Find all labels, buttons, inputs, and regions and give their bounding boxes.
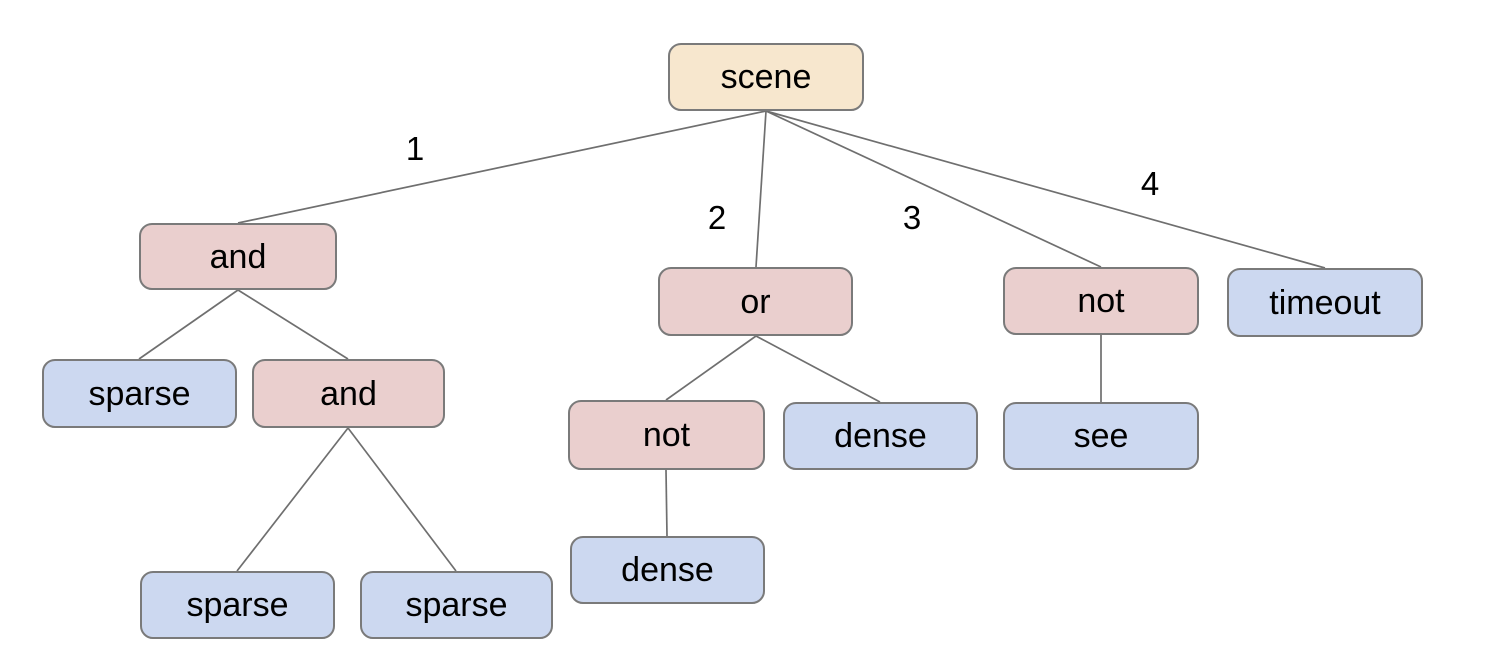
tree-node-see-1: see — [1003, 402, 1199, 470]
edge-or-1-to-dense-1 — [755, 335, 881, 403]
tree-node-and-1: and — [139, 223, 337, 290]
tree-node-not-2: not — [568, 400, 765, 470]
tree-node-sparse-3: sparse — [360, 571, 553, 639]
edge-and-1-to-sparse-1 — [138, 289, 239, 360]
edge-label-3: 3 — [903, 199, 921, 236]
tree-node-or-1: or — [658, 267, 853, 336]
edge-label-1: 1 — [406, 130, 424, 167]
edge-not-2-to-dense-2 — [665, 469, 668, 537]
edge-label-4: 4 — [1141, 165, 1159, 202]
tree-node-timeout-1: timeout — [1227, 268, 1423, 337]
edge-scene-to-timeout-1 — [765, 110, 1326, 269]
edge-and-2-to-sparse-2 — [236, 427, 349, 572]
edge-and-1-to-and-2 — [237, 289, 349, 360]
edge-label-2: 2 — [708, 199, 726, 236]
edge-scene-to-or-1 — [755, 110, 767, 268]
tree-node-not-1: not — [1003, 267, 1199, 335]
edge-scene-to-not-1 — [765, 110, 1102, 268]
tree-node-sparse-2: sparse — [140, 571, 335, 639]
edge-scene-to-and-1 — [237, 110, 767, 224]
tree-node-and-2: and — [252, 359, 445, 428]
tree-node-dense-2: dense — [570, 536, 765, 604]
tree-node-sparse-1: sparse — [42, 359, 237, 428]
tree-node-scene: scene — [668, 43, 864, 111]
edge-or-1-to-not-2 — [665, 335, 757, 401]
tree-node-dense-1: dense — [783, 402, 978, 470]
edge-and-2-to-sparse-3 — [347, 427, 457, 572]
